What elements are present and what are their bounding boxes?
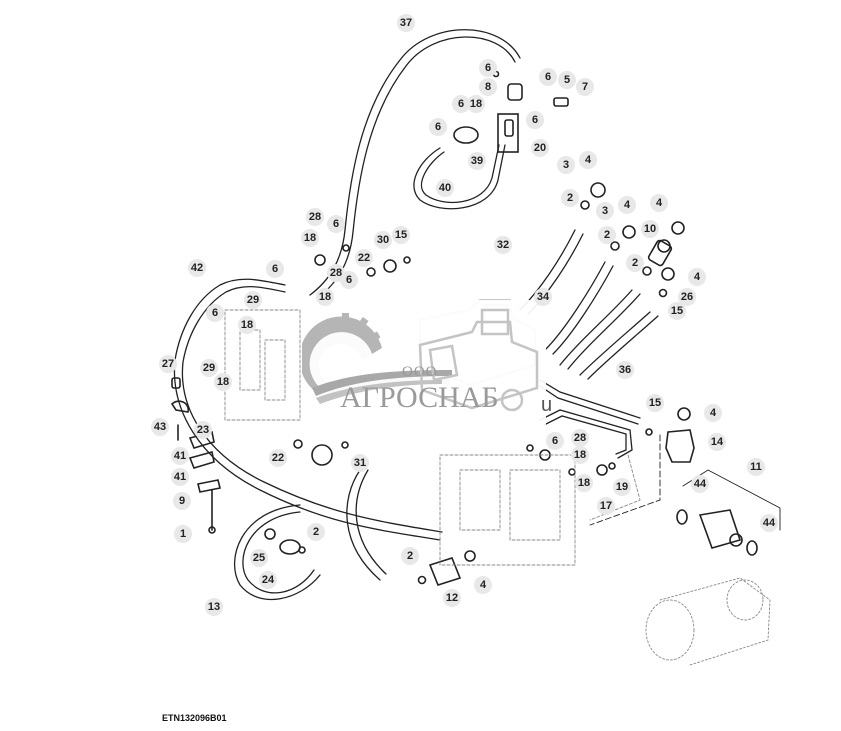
part-callout-7: 7 — [576, 78, 594, 96]
part-callout-2: 2 — [598, 226, 616, 244]
hose-lower-center — [346, 469, 387, 581]
part-callout-30: 30 — [374, 231, 392, 249]
watermark-company-prefix: ООО — [402, 364, 438, 380]
hose-37 — [309, 29, 521, 299]
part-callout-26: 26 — [678, 288, 696, 306]
part-callout-32: 32 — [494, 236, 512, 254]
part-callout-14: 14 — [708, 433, 726, 451]
part-callout-22: 22 — [355, 249, 373, 267]
part-callout-4: 4 — [474, 576, 492, 594]
part-callout-4: 4 — [688, 268, 706, 286]
part-callout-18: 18 — [316, 288, 334, 306]
motor-outline — [645, 577, 771, 666]
tube-bent-19 — [539, 409, 633, 459]
part-callout-18: 18 — [467, 95, 485, 113]
part-callout-25: 25 — [250, 549, 268, 567]
part-callout-31: 31 — [351, 454, 369, 472]
part-callout-17: 17 — [597, 497, 615, 515]
part-callout-20: 20 — [531, 139, 549, 157]
part-callout-12: 12 — [443, 589, 461, 607]
part-callout-4: 4 — [650, 194, 668, 212]
part-callout-3: 3 — [557, 156, 575, 174]
part-callout-3: 3 — [596, 202, 614, 220]
watermark-company-name: АГРОСНАБ — [340, 381, 499, 414]
part-callout-15: 15 — [668, 302, 686, 320]
part-callout-39: 39 — [468, 152, 486, 170]
part-callout-24: 24 — [259, 571, 277, 589]
part-callout-2: 2 — [401, 547, 419, 565]
part-callout-18: 18 — [571, 446, 589, 464]
watermark-logo — [302, 308, 539, 412]
part-callout-19: 19 — [613, 478, 631, 496]
part-callout-1: 1 — [174, 525, 192, 543]
part-callout-22: 22 — [269, 449, 287, 467]
part-callout-18: 18 — [575, 474, 593, 492]
part-callout-28: 28 — [306, 208, 324, 226]
part-callout-18: 18 — [238, 316, 256, 334]
hose-40 — [413, 144, 506, 210]
part-callout-29: 29 — [244, 291, 262, 309]
part-callout-13: 13 — [205, 598, 223, 616]
part-callout-44: 44 — [760, 514, 778, 532]
part-callout-34: 34 — [534, 288, 552, 306]
part-callout-9: 9 — [173, 492, 191, 510]
part-callout-43: 43 — [151, 418, 169, 436]
part-callout-6: 6 — [479, 59, 497, 77]
valve-block-upper — [224, 309, 301, 421]
hose-42 — [173, 278, 443, 541]
part-callout-15: 15 — [646, 394, 664, 412]
part-callout-4: 4 — [704, 404, 722, 422]
part-callout-44: 44 — [691, 475, 709, 493]
part-callout-29: 29 — [200, 359, 218, 377]
part-callout-2: 2 — [626, 254, 644, 272]
part-callout-6: 6 — [452, 95, 470, 113]
part-callout-11: 11 — [747, 458, 765, 476]
part-callout-18: 18 — [301, 229, 319, 247]
part-callout-2: 2 — [561, 189, 579, 207]
part-callout-41: 41 — [171, 468, 189, 486]
part-callout-6: 6 — [327, 215, 345, 233]
part-callout-2: 2 — [307, 523, 325, 541]
part-callout-18: 18 — [214, 373, 232, 391]
tube-to-fitting-14 — [539, 379, 641, 425]
hose-bundle-36 — [519, 229, 659, 380]
part-callout-6: 6 — [429, 118, 447, 136]
part-callout-4: 4 — [579, 151, 597, 169]
part-callout-6: 6 — [206, 304, 224, 322]
part-callout-6: 6 — [266, 260, 284, 278]
part-callout-41: 41 — [171, 447, 189, 465]
part-callout-8: 8 — [479, 78, 497, 96]
part-callout-28: 28 — [571, 429, 589, 447]
part-callout-6: 6 — [340, 271, 358, 289]
part-callout-27: 27 — [159, 355, 177, 373]
part-callout-6: 6 — [546, 432, 564, 450]
part-callout-23: 23 — [194, 421, 212, 439]
part-callout-36: 36 — [616, 361, 634, 379]
part-callout-6: 6 — [539, 68, 557, 86]
watermark-url-fragment: u — [541, 394, 553, 416]
figure-id-label: ETN132096B01 — [162, 713, 227, 723]
part-callout-42: 42 — [188, 259, 206, 277]
part-callout-4: 4 — [618, 196, 636, 214]
part-callout-5: 5 — [558, 71, 576, 89]
part-callout-6: 6 — [526, 111, 544, 129]
part-callout-40: 40 — [436, 179, 454, 197]
part-callout-10: 10 — [641, 220, 659, 238]
hose-13 — [233, 504, 321, 601]
part-callout-37: 37 — [397, 14, 415, 32]
part-callout-15: 15 — [392, 226, 410, 244]
